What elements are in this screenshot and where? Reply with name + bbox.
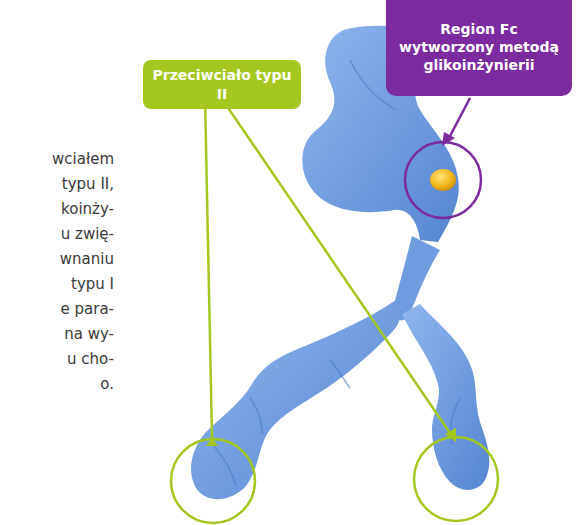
body-text-fragment: wciałem	[52, 150, 114, 168]
callout-text: Przeciwciało typu II	[151, 66, 293, 102]
domain-folds	[214, 60, 460, 486]
callout-box: Region Fc wytworzony metodą glikoinżynie…	[386, 0, 572, 96]
body-text-fragment: koinży-	[61, 200, 114, 218]
fab-arm-right	[402, 304, 489, 490]
body-text-fragment: typu I	[71, 275, 114, 293]
body-text-fragment: na wy-	[64, 325, 114, 343]
callout-box: Przeciwciało typu II	[143, 60, 301, 109]
body-text-fragment: typu II,	[62, 175, 114, 193]
arrowhead	[442, 132, 455, 146]
body-text-fragment: u zwię-	[61, 225, 114, 243]
arrowhead	[445, 428, 456, 442]
highlight-circle	[405, 142, 481, 218]
arrowhead	[206, 438, 218, 446]
highlight-circle	[414, 437, 498, 521]
body-text-fragment: o.	[100, 375, 114, 393]
body-text-fragment: e para-	[61, 300, 114, 318]
body-text-fragment: wnaniu	[60, 250, 114, 268]
glycan	[430, 169, 456, 191]
highlight-circle	[171, 439, 255, 523]
leader-line	[449, 98, 470, 138]
callout-text: Region Fc wytworzony metodą glikoinżynie…	[396, 20, 562, 75]
fab-arm-left	[191, 300, 401, 499]
body-text-fragment: u cho-	[67, 350, 114, 368]
leader-line	[220, 96, 452, 436]
leader-line	[205, 96, 212, 438]
